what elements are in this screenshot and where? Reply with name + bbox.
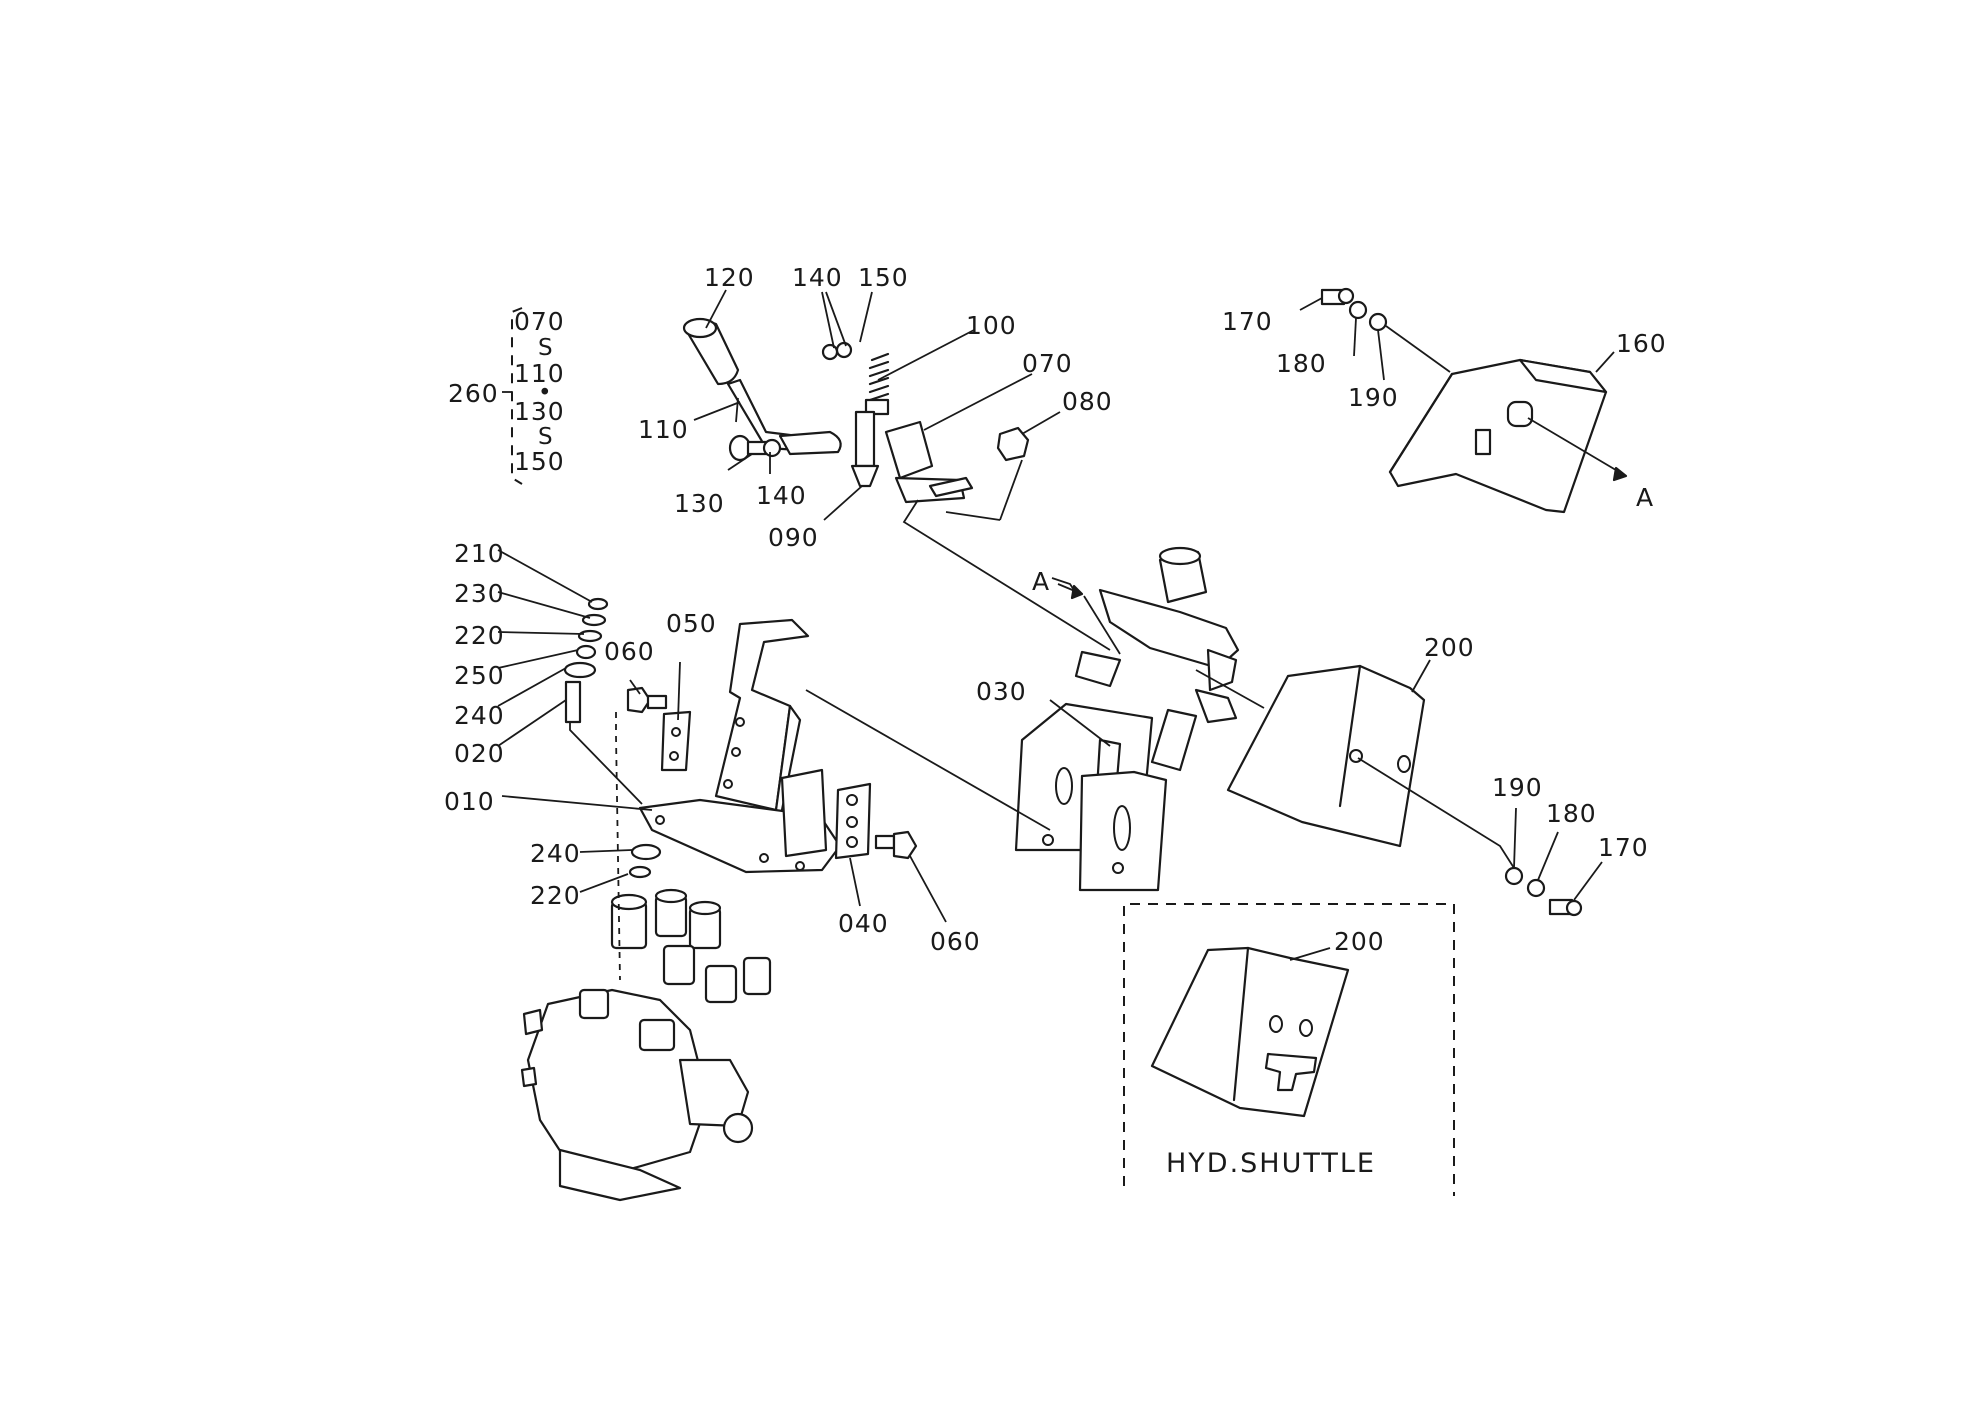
callout-180: 180 [1276, 349, 1327, 378]
washer-220-lower [628, 865, 652, 879]
washer-190-upper [1368, 312, 1388, 332]
cover-200-hyd [1150, 946, 1350, 1118]
callout-170: 170 [1598, 833, 1649, 862]
view-mark-a: A [1636, 483, 1654, 512]
callout-050: 050 [666, 609, 717, 638]
base-010 [638, 768, 842, 874]
callout-210: 210 [454, 539, 505, 568]
washer-220-upper [577, 629, 603, 643]
callout-090: 090 [768, 523, 819, 552]
callout-240: 240 [530, 839, 581, 868]
callout-140: 140 [792, 263, 843, 292]
callout-200: 200 [1334, 927, 1385, 956]
rod-090 [850, 410, 880, 488]
bolt-060-right [874, 830, 918, 860]
callout-190: 190 [1348, 383, 1399, 412]
bolt-060-left [626, 686, 668, 714]
bolt-170-lower [1548, 898, 1583, 917]
callout-140: 140 [756, 481, 807, 510]
callout-250: 250 [454, 661, 505, 690]
lever-110 [726, 378, 842, 456]
callout-220: 220 [454, 621, 505, 650]
callout-060: 060 [604, 637, 655, 666]
callout-230: 230 [454, 579, 505, 608]
leader-lines [497, 289, 1627, 981]
washer-240-lower [630, 843, 662, 861]
washer-250 [575, 644, 597, 660]
callout-120: 120 [704, 263, 755, 292]
hyd-shuttle-inset [1123, 903, 1455, 1196]
group-260-item: 150 [514, 447, 565, 476]
plate-040 [834, 782, 872, 860]
callout-220: 220 [530, 881, 581, 910]
callout-180: 180 [1546, 799, 1597, 828]
steering-gearbox [520, 888, 772, 1202]
washer-180-upper [1348, 300, 1368, 320]
washers-140 [821, 341, 853, 361]
group-260-range-mark: • [538, 380, 552, 406]
washer-190-lower [1504, 866, 1524, 886]
plate-050-side [660, 710, 692, 772]
view-mark-a: A [1032, 567, 1050, 596]
view-arrow-a-right [1612, 466, 1628, 482]
washer-180-lower [1526, 878, 1546, 898]
cover-160 [1388, 358, 1608, 514]
callout-110: 110 [638, 415, 689, 444]
callout-100: 100 [966, 311, 1017, 340]
callout-240: 240 [454, 701, 505, 730]
callout-010: 010 [444, 787, 495, 816]
spring-100 [864, 352, 890, 416]
callout-020: 020 [454, 739, 505, 768]
callout-190: 190 [1492, 773, 1543, 802]
callout-260: 260 [448, 379, 499, 408]
callout-130: 130 [674, 489, 725, 518]
group-260-item: 110 [514, 359, 565, 388]
callout-200: 200 [1424, 633, 1475, 662]
knob-120 [682, 317, 740, 386]
washer-240-upper [563, 661, 597, 679]
group-260-bracket: 070 S 110 • 130 S 150 260 [448, 307, 565, 485]
callout-060: 060 [930, 927, 981, 956]
column-030 [1014, 546, 1240, 892]
callout-150: 150 [858, 263, 909, 292]
inset-caption: HYD.SHUTTLE [1166, 1148, 1376, 1179]
callout-080: 080 [1062, 387, 1113, 416]
view-arrow-a-left [1057, 583, 1084, 600]
bolt-080 [996, 426, 1030, 462]
group-260-item: 070 [514, 307, 565, 336]
callout-070: 070 [1022, 349, 1073, 378]
stud-020 [564, 680, 582, 724]
group-260-item: 130 [514, 397, 565, 426]
bracket-070 [884, 420, 974, 504]
nut-210 [587, 597, 609, 611]
group-260-range-mark: S [538, 424, 553, 450]
bolt-170-upper [1320, 287, 1355, 306]
callout-030: 030 [976, 677, 1027, 706]
callout-170: 170 [1222, 307, 1273, 336]
callout-040: 040 [838, 909, 889, 938]
group-260-range-mark: S [538, 335, 553, 361]
cover-200-main [1226, 664, 1426, 848]
pin-130 [728, 434, 782, 462]
callout-160: 160 [1616, 329, 1667, 358]
